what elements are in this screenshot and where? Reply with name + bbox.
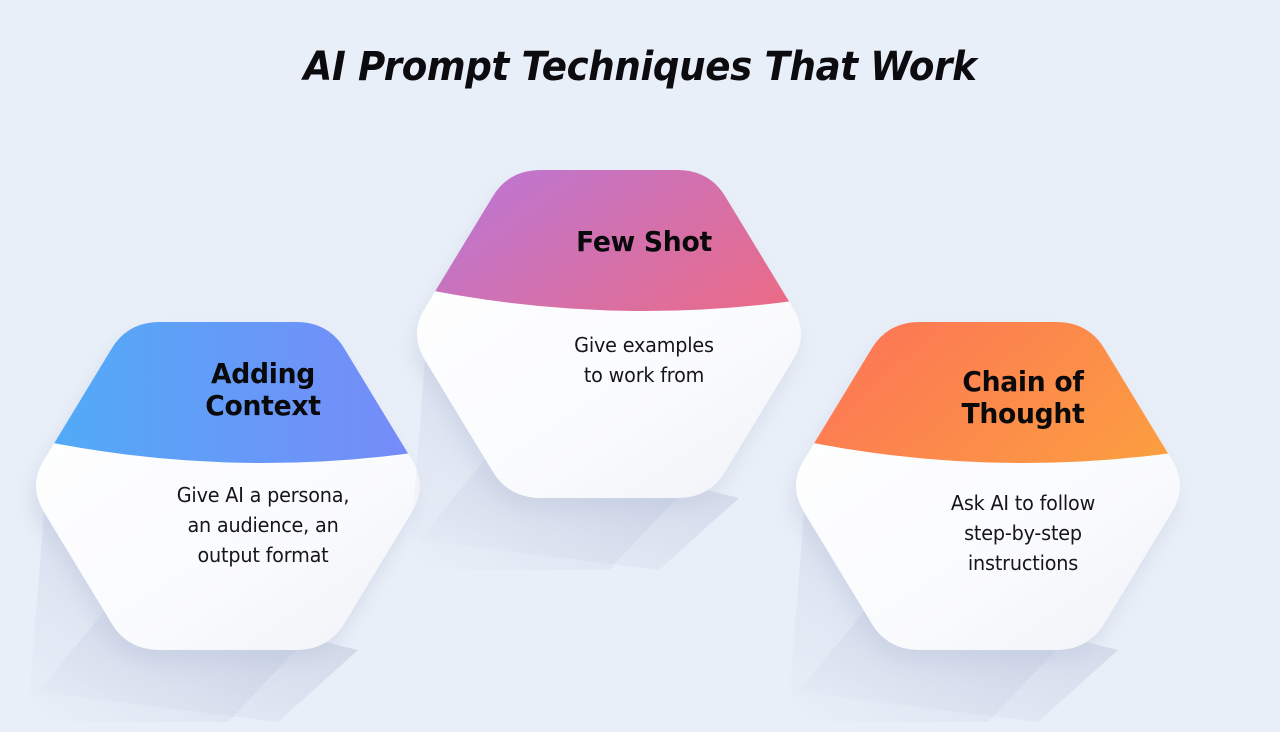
page-title: AI Prompt Techniques That Work: [303, 44, 977, 90]
card-body-few-shot: Give examples to work from: [574, 333, 714, 387]
technique-card-few-shot[interactable]: Few Shot Give examples to work from: [411, 170, 809, 570]
card-heading-chain-of-thought: Chain of Thought: [961, 365, 1085, 431]
technique-card-chain-of-thought[interactable]: Chain of Thought Ask AI to follow step-b…: [790, 322, 1188, 722]
card-body-adding-context: Give AI a persona, an audience, an outpu…: [176, 483, 350, 567]
card-heading-few-shot: Few Shot: [576, 225, 712, 258]
hexagon-shape-chain-of-thought: [790, 322, 1180, 722]
hexagon-shape-adding-context: [30, 322, 420, 722]
hexagon-shape-few-shot: [411, 170, 801, 570]
technique-card-adding-context[interactable]: Adding Context Give AI a persona, an aud…: [30, 322, 428, 722]
card-heading-adding-context: Adding Context: [205, 357, 321, 423]
card-body-chain-of-thought: Ask AI to follow step-by-step instructio…: [950, 491, 1096, 575]
